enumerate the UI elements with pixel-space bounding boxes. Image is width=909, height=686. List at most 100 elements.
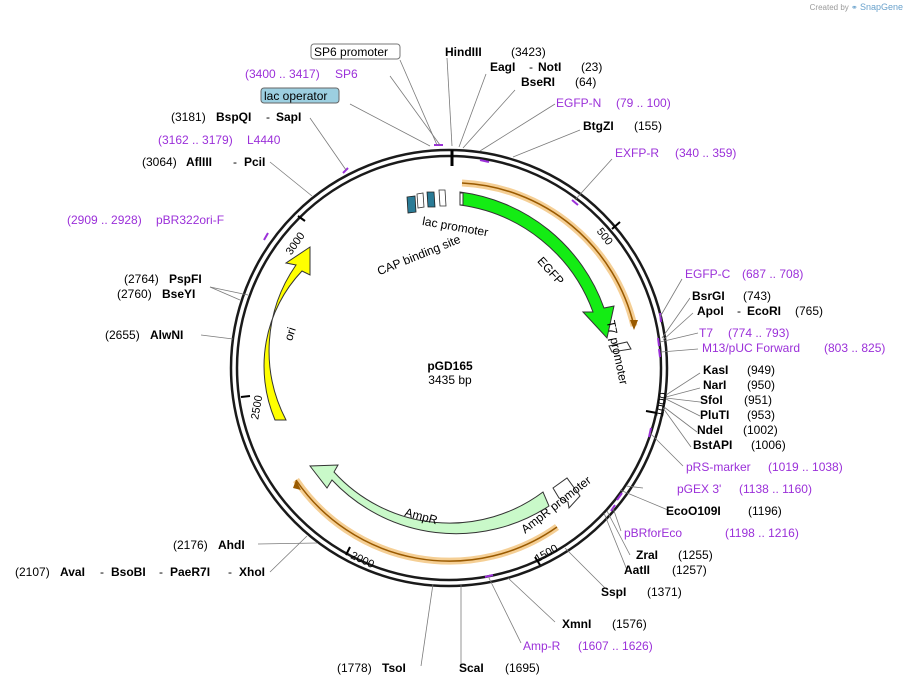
afliii-pos: (3064) — [142, 155, 177, 169]
ampr-promoter-feature[interactable] — [552, 477, 581, 510]
pcii-name: PciI — [244, 155, 265, 169]
bspqi-name: BspQI — [216, 110, 251, 124]
pluti-name: PluTI — [700, 408, 729, 422]
prs-range: (1019 .. 1038) — [768, 460, 843, 474]
aatii-pos: (1257) — [672, 563, 707, 577]
credit-prefix: Created by — [809, 3, 849, 12]
paer7i-name: PaeR7I — [170, 565, 210, 579]
bseyi-name: BseYI — [162, 287, 195, 301]
lac-operator-label: lac operator — [264, 89, 327, 103]
egfp-c-range: (687 .. 708) — [742, 267, 803, 281]
sapi-name: SapI — [276, 110, 301, 124]
egfp-n-name: EGFP-N — [556, 96, 601, 110]
dash-paer7i: - — [228, 565, 232, 579]
dash-bsobi: - — [159, 565, 163, 579]
ndei-name: NdeI — [697, 423, 723, 437]
amp-r-name: Amp-R — [523, 639, 561, 653]
t7-name: T7 — [699, 326, 713, 340]
backbone-outer-ring — [229, 148, 669, 588]
pbrfor-range: (1198 .. 1216) — [725, 526, 799, 540]
tsoi-pos: (1778) — [337, 661, 372, 675]
hindiii-name: HindIII — [445, 45, 482, 59]
noti-name: NotI — [538, 60, 561, 74]
tsoi-name: TsoI — [382, 661, 406, 675]
lac-operator-box-label — [260, 87, 340, 104]
alwni-name: AlwNI — [150, 328, 183, 342]
ecori-name: EcoRI — [747, 304, 781, 318]
sfoi-pos: (951) — [744, 393, 772, 407]
exfp-r-name: EXFP-R — [615, 146, 659, 160]
pgex-name: pGEX 3' — [677, 482, 721, 496]
pbrfor-name: pBRforEco — [624, 526, 682, 540]
egfp-c-name: EGFP-C — [685, 267, 731, 281]
tick-marks — [240, 215, 658, 566]
zrai-pos: (1255) — [678, 548, 713, 562]
pspfi-pos: (2764) — [124, 272, 159, 286]
dash-avai: - — [100, 565, 104, 579]
avai-pos: (2107) — [15, 565, 50, 579]
backbone-inner-ring — [235, 154, 663, 582]
t7-promoter-label: T7 promoter — [604, 319, 631, 386]
pspfi-name: PspFI — [169, 272, 202, 286]
dash-eagi: - — [529, 60, 533, 74]
ampr-feature[interactable] — [309, 464, 550, 535]
tick-label-2500: 2500 — [249, 394, 265, 420]
lac-operator-feature[interactable] — [416, 192, 425, 209]
t7-promoter-feature[interactable] — [608, 341, 632, 353]
kasi-pos: (949) — [747, 363, 775, 377]
ori-feature[interactable] — [263, 246, 311, 421]
dash-bspqi: - — [266, 110, 270, 124]
credit-brand: SnapGene — [859, 2, 903, 12]
sspi-name: SspI — [601, 585, 626, 599]
cap-site-label: CAP binding site — [375, 232, 463, 278]
bseri-name: BseRI — [521, 75, 555, 89]
afliii-name: AflIII — [186, 155, 212, 169]
lac-operator-box[interactable] — [426, 191, 436, 208]
pgex-range: (1138 .. 1160) — [739, 482, 812, 496]
kasi-name: KasI — [703, 363, 728, 377]
snapgene-logo-icon: ⚭ — [851, 3, 858, 12]
aatii-name: AatII — [624, 563, 650, 577]
pluti-pos: (953) — [747, 408, 775, 422]
exfp-r-range: (340 .. 359) — [675, 146, 736, 160]
sp6-range: (3400 .. 3417) — [245, 67, 320, 81]
bsobi-name: BsoBI — [111, 565, 146, 579]
eagi-pos: (23) — [581, 60, 602, 74]
amp-r-range: (1607 .. 1626) — [578, 639, 653, 653]
m13-name: M13/pUC Forward — [702, 341, 800, 355]
sp6-name: SP6 — [335, 67, 358, 81]
sp6-promoter-feature[interactable] — [438, 189, 447, 207]
avai-name: AvaI — [60, 565, 85, 579]
l4440-name: L4440 — [247, 133, 281, 147]
nari-pos: (950) — [747, 378, 775, 392]
lac-promoter-feature[interactable] — [459, 192, 464, 206]
apoi-pos: (765) — [795, 304, 823, 318]
bstapi-pos: (1006) — [751, 438, 786, 452]
plasmid-size: 3435 bp — [428, 373, 472, 387]
ndei-pos: (1002) — [743, 423, 778, 437]
dash-afliii: - — [233, 155, 237, 169]
primer-ticks — [263, 144, 662, 578]
dash-apoi: - — [737, 304, 741, 318]
ampr-orf-line — [295, 479, 558, 562]
snapgene-credit: Created by ⚭ SnapGene — [810, 2, 903, 12]
cap-site-feature[interactable] — [406, 195, 417, 214]
ori-label: ori — [281, 325, 298, 342]
zrai-name: ZraI — [636, 548, 658, 562]
bsrgi-pos: (743) — [743, 289, 771, 303]
prs-name: pRS-marker — [686, 460, 751, 474]
eco0109i-pos: (1196) — [748, 504, 782, 518]
m13-range: (803 .. 825) — [824, 341, 885, 355]
ahdi-name: AhdI — [218, 538, 245, 552]
bstapi-name: BstAPI — [693, 438, 732, 452]
btgzi-name: BtgZI — [583, 119, 614, 133]
plasmid-name: pGD165 — [427, 359, 473, 373]
eco0109i-name: EcoO109I — [666, 504, 721, 518]
leader-lines — [200, 57, 701, 667]
pbr322-name: pBR322ori-F — [156, 213, 224, 227]
egfp-feature[interactable] — [459, 191, 615, 340]
bsrgi-name: BsrGI — [692, 289, 725, 303]
tick-label-500: 500 — [594, 226, 615, 248]
alwni-pos: (2655) — [105, 328, 140, 342]
sp6-promoter-box — [310, 43, 401, 60]
